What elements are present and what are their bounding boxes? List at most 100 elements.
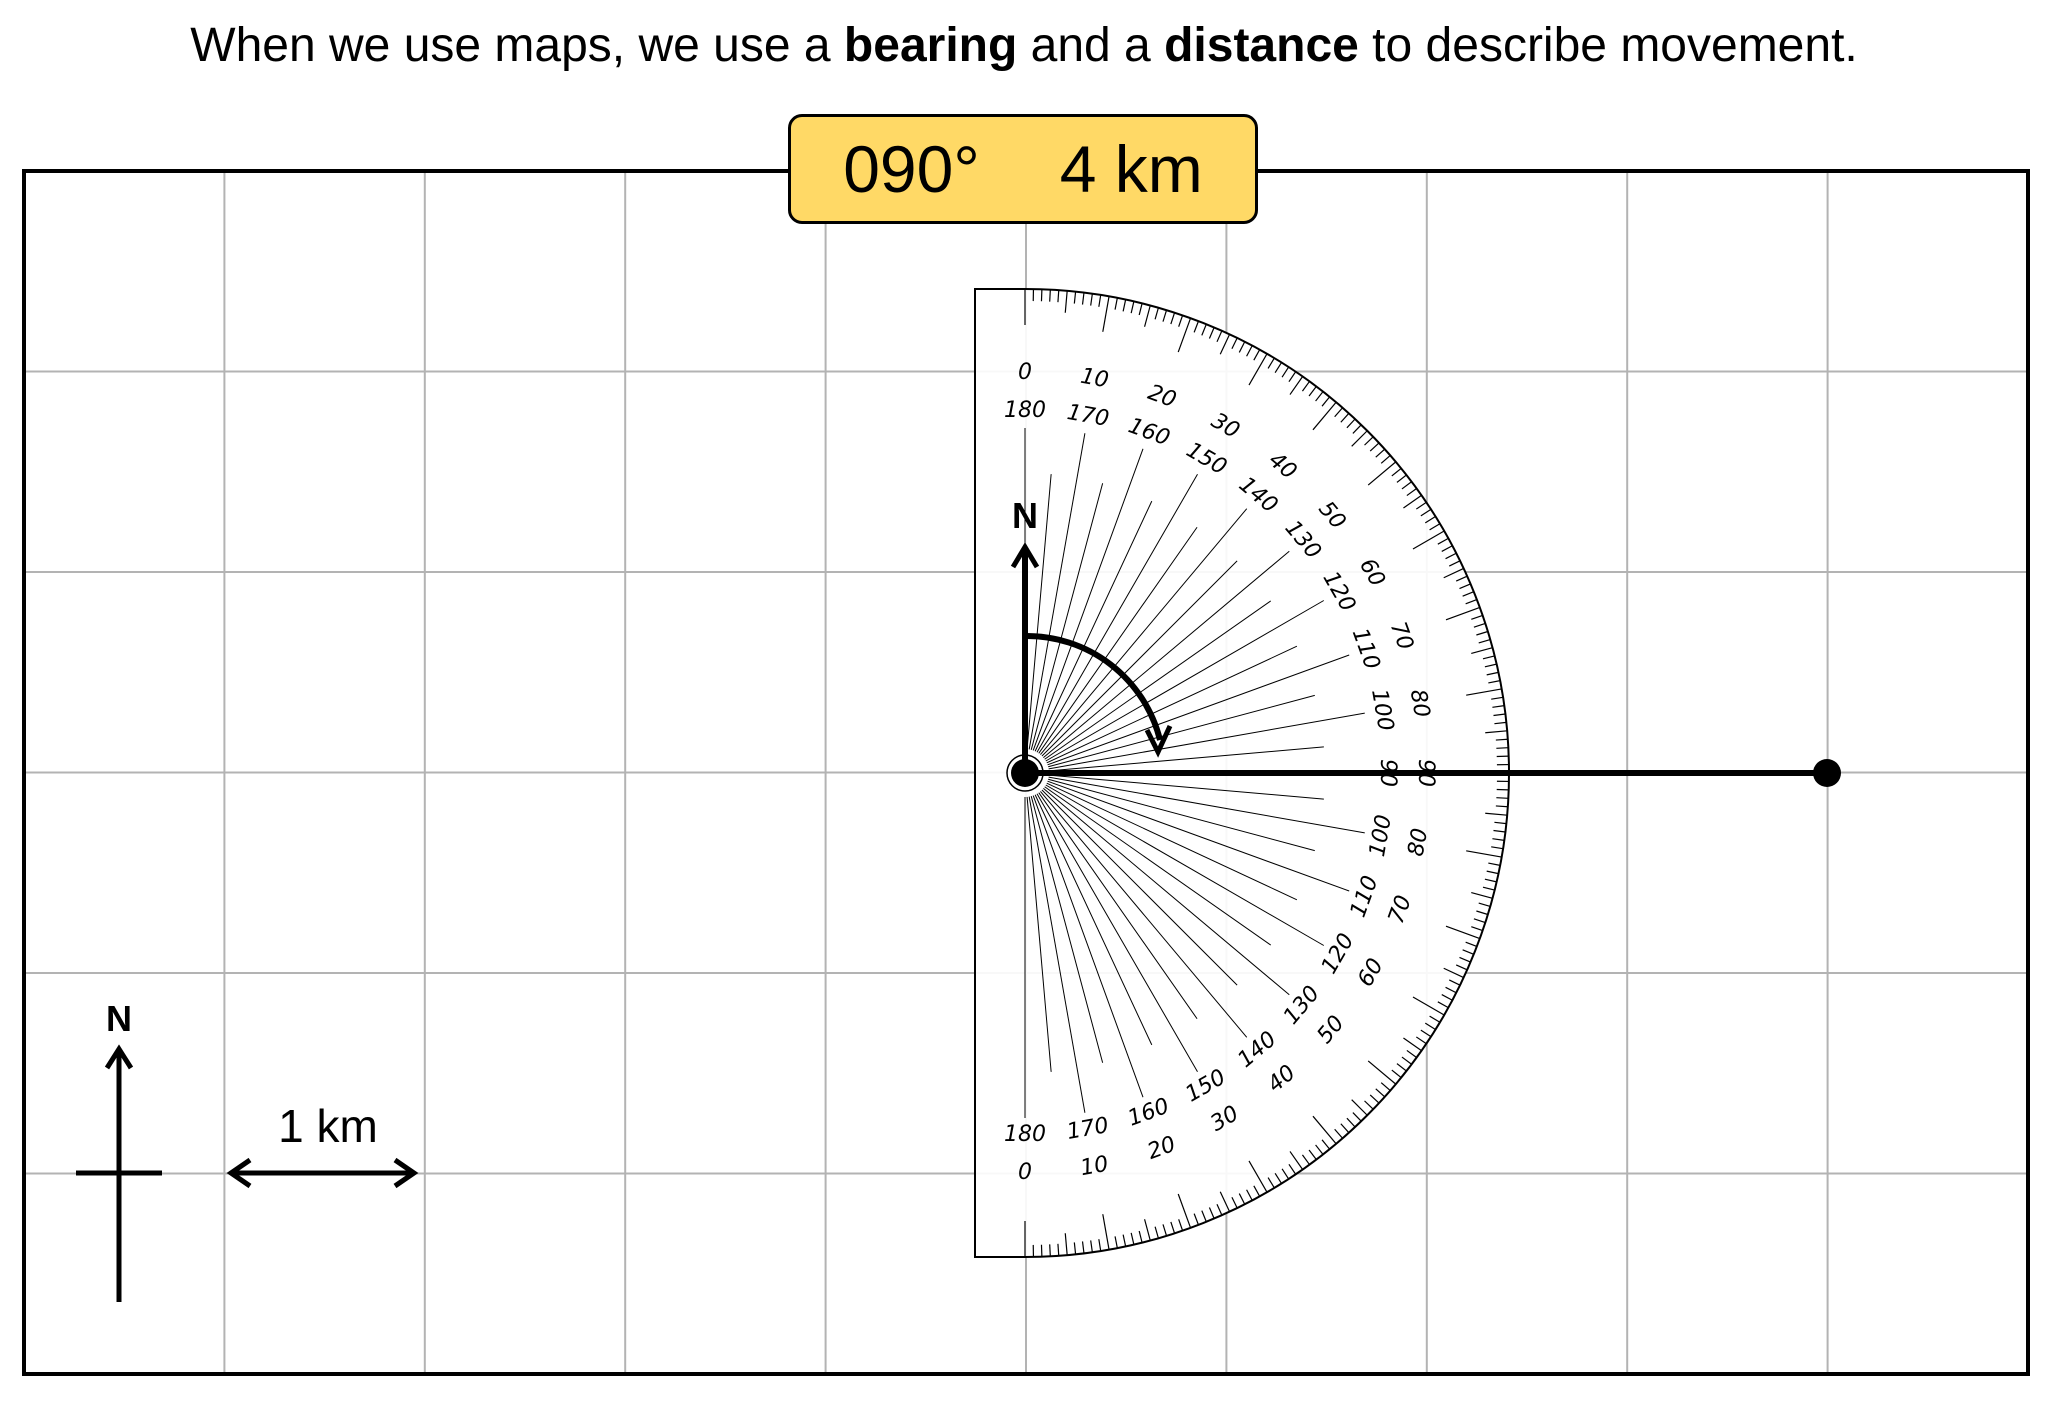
protractor-tick bbox=[1396, 474, 1407, 483]
protractor-north-label: N bbox=[1012, 495, 1038, 536]
protractor-tick bbox=[1406, 488, 1417, 497]
protractor-tick bbox=[1193, 1213, 1200, 1226]
protractor-ray bbox=[1026, 796, 1052, 1072]
protractor-tick bbox=[1391, 467, 1402, 477]
protractor-tick bbox=[1073, 1242, 1077, 1255]
protractor-tick bbox=[1231, 337, 1238, 350]
compass-arrowhead bbox=[104, 1044, 134, 1070]
headline-text-3: to describe movement. bbox=[1358, 19, 1858, 72]
protractor-tick bbox=[1216, 330, 1223, 343]
protractor-tick bbox=[1403, 494, 1422, 509]
scale-bar: 1 km bbox=[226, 1100, 419, 1189]
protractor-tick bbox=[1401, 1056, 1412, 1065]
protractor-tick bbox=[1340, 1123, 1350, 1134]
compass-north-label: N bbox=[106, 998, 132, 1039]
protractor-tick bbox=[1321, 396, 1331, 407]
protractor-tick bbox=[1488, 862, 1501, 866]
protractor-tick bbox=[1057, 1243, 1060, 1256]
protractor-tick bbox=[1081, 1241, 1085, 1254]
protractor-ray bbox=[1036, 793, 1198, 1073]
protractor-tick bbox=[1308, 1149, 1317, 1160]
protractor-tick bbox=[1391, 1069, 1402, 1079]
protractor-tick bbox=[1253, 1185, 1261, 1197]
protractor-ray bbox=[1048, 774, 1324, 800]
protractor-rays bbox=[1024, 428, 1365, 1118]
protractor-tick bbox=[1380, 1082, 1391, 1091]
protractor-tick bbox=[1455, 964, 1468, 971]
protractor-outer-number: 0 bbox=[1018, 1160, 1032, 1185]
protractor-tick bbox=[1201, 324, 1207, 336]
protractor-tick bbox=[1492, 705, 1505, 708]
protractor-tick bbox=[1485, 812, 1508, 816]
protractor-tick bbox=[1443, 567, 1464, 579]
protractor-ray bbox=[1046, 782, 1298, 901]
protractor-tick bbox=[1429, 523, 1441, 531]
scale-arrow-right bbox=[393, 1157, 419, 1189]
protractor-tick bbox=[1238, 341, 1246, 353]
protractor-tick bbox=[1369, 442, 1380, 452]
headline-text-1: When we use maps, we use a bbox=[190, 19, 844, 72]
bearing-arc bbox=[1024, 632, 1163, 741]
protractor-tick bbox=[1090, 293, 1093, 306]
protractor-tick bbox=[1494, 821, 1507, 825]
protractor-tick bbox=[1114, 297, 1118, 310]
protractor-tick bbox=[1102, 1214, 1110, 1250]
protractor-tick bbox=[1471, 891, 1493, 899]
protractor-tick bbox=[1289, 376, 1304, 395]
protractor-tick bbox=[1098, 1239, 1102, 1252]
protractor-tick bbox=[1445, 925, 1481, 940]
protractor-ray bbox=[1047, 654, 1350, 766]
protractor-tick bbox=[1351, 430, 1368, 447]
protractor-ray bbox=[1048, 778, 1315, 852]
protractor-tick bbox=[1473, 622, 1486, 628]
protractor-ray bbox=[1045, 600, 1325, 762]
protractor-ray bbox=[1048, 694, 1315, 768]
protractor-tick bbox=[1471, 926, 1483, 932]
protractor-tick bbox=[1495, 805, 1508, 808]
protractor-tick bbox=[1486, 671, 1499, 676]
protractor-tick bbox=[1267, 1177, 1275, 1189]
protractor-tick bbox=[1274, 362, 1282, 374]
protractor-tick bbox=[1308, 386, 1317, 397]
protractor-tick bbox=[1177, 1193, 1192, 1229]
protractor-tick bbox=[1154, 1226, 1159, 1239]
headline-bold-bearing: bearing bbox=[843, 19, 1018, 72]
end-point bbox=[1813, 759, 1841, 787]
protractor-tick bbox=[1492, 838, 1505, 841]
protractor-ray bbox=[1026, 474, 1052, 750]
protractor-tick bbox=[1364, 436, 1374, 446]
protractor-tick bbox=[1485, 730, 1508, 734]
protractor-tick bbox=[1352, 424, 1362, 434]
headline-bold-distance: distance bbox=[1164, 19, 1359, 72]
protractor-tick bbox=[1396, 1063, 1407, 1072]
protractor-tick bbox=[1488, 680, 1501, 684]
protractor-tick bbox=[1415, 1036, 1427, 1045]
protractor-tick bbox=[1491, 846, 1504, 850]
protractor-tick bbox=[1064, 290, 1068, 313]
protractor-tick bbox=[1315, 1144, 1324, 1155]
protractor-ray bbox=[1040, 508, 1248, 755]
protractor-tick bbox=[1375, 1088, 1386, 1098]
protractor-tick bbox=[1081, 292, 1085, 305]
protractor-tick bbox=[1415, 501, 1427, 510]
protractor-tick bbox=[1424, 1022, 1436, 1030]
protractor-tick bbox=[1484, 663, 1497, 668]
protractor-tick bbox=[1267, 357, 1275, 369]
protractor-tick bbox=[1281, 1168, 1290, 1180]
protractor-tick bbox=[1064, 1233, 1068, 1256]
protractor-tick bbox=[1057, 290, 1060, 303]
protractor-tick bbox=[1351, 1099, 1368, 1116]
protractor-tick bbox=[1445, 552, 1457, 560]
protractor-tick bbox=[1170, 312, 1176, 325]
protractor-tick bbox=[1455, 575, 1468, 582]
protractor-tick bbox=[1443, 967, 1464, 979]
protractor-ray bbox=[1040, 791, 1248, 1038]
protractor-ray bbox=[1034, 794, 1153, 1046]
protractor-tick bbox=[1493, 829, 1506, 833]
protractor-tick bbox=[1441, 545, 1453, 552]
protractor-tick bbox=[1491, 696, 1504, 700]
headline: When we use maps, we use a bearing and a… bbox=[0, 18, 2048, 73]
protractor-inner-number: 180 bbox=[1004, 1122, 1046, 1147]
protractor-ray bbox=[1030, 796, 1104, 1063]
protractor-tick bbox=[1334, 407, 1343, 418]
